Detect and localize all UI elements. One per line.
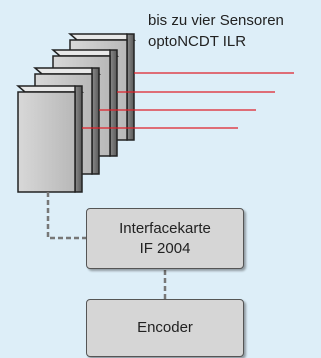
encoder-box: Encoder xyxy=(86,299,244,357)
interface-card-model: IF 2004 xyxy=(139,239,191,257)
encoder-label: Encoder xyxy=(137,319,193,336)
interface-card-box: Interfacekarte IF 2004 xyxy=(86,208,244,269)
sensor-1 xyxy=(15,85,85,193)
caption-line-2: optoNCDT ILR xyxy=(148,33,247,50)
interface-card-title: Interfacekarte xyxy=(119,219,211,237)
connector-sensor-to-interface xyxy=(46,192,86,240)
caption-line-1: bis zu vier Sensoren xyxy=(148,12,284,29)
sensor-caption: bis zu vier Sensoren optoNCDT ILR xyxy=(148,10,284,52)
